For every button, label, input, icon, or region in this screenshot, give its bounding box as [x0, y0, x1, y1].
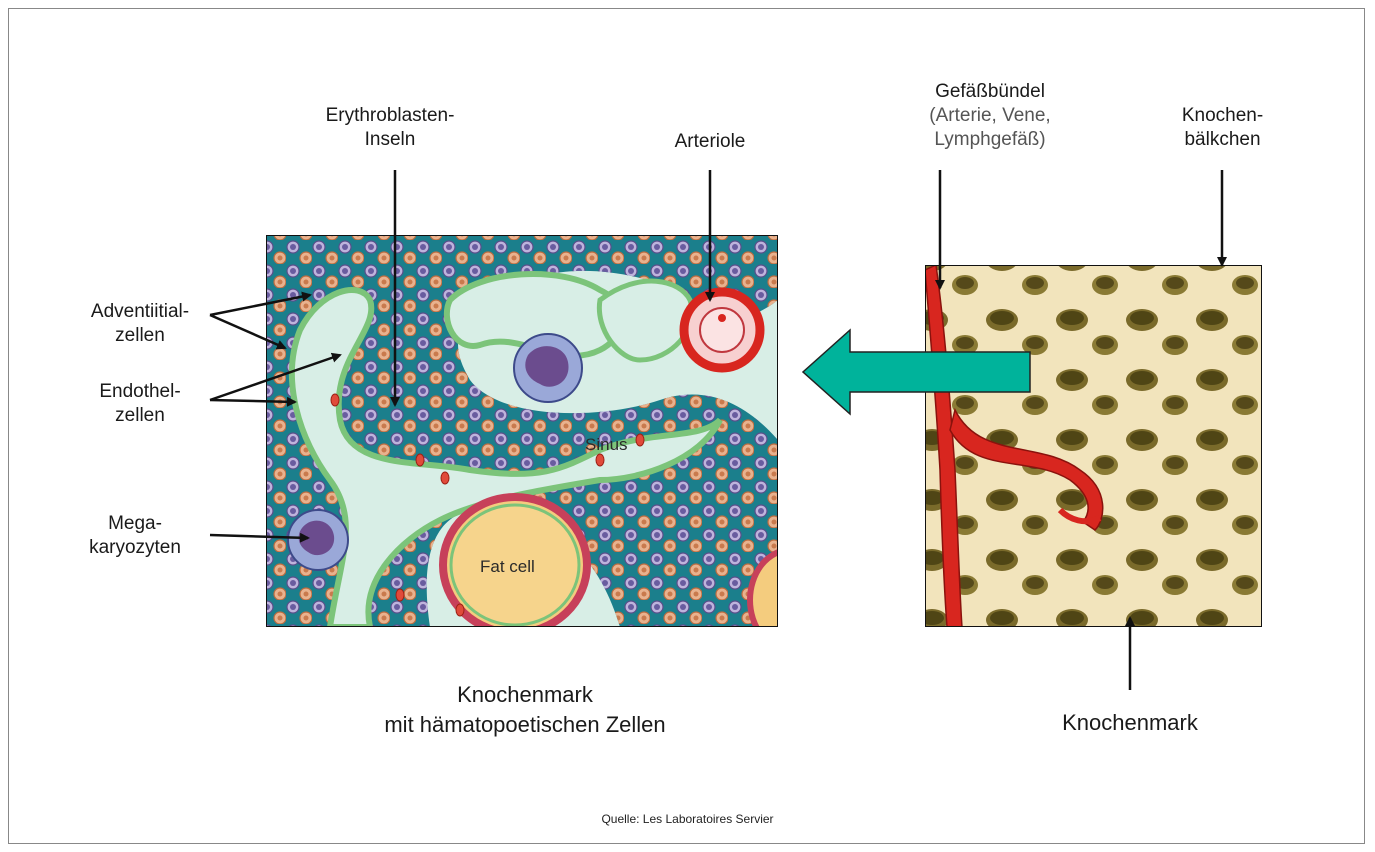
marrow-detail-panel — [266, 235, 830, 650]
fat-cell-label: Fat cell — [480, 557, 535, 576]
bone-panel — [925, 265, 1262, 627]
gefaess-label-line3: Lymphgefäß) — [890, 128, 1090, 152]
left-caption-line1: Knochenmark — [300, 680, 750, 710]
adventitial-label-line1: Adventiitial- — [60, 300, 220, 324]
adventitial-label: Adventiitial- zellen — [60, 300, 220, 348]
gefaess-label: Gefäßbündel (Arterie, Vene, Lymphgefäß) — [890, 80, 1090, 152]
sinus-label: Sinus — [585, 435, 628, 454]
adventitial-label-line2: zellen — [60, 324, 220, 348]
endothel-label-line1: Endothel- — [60, 380, 220, 404]
megakaryocyte-label-line2: karyozyten — [55, 536, 215, 560]
knochenbaelkchen-label: Knochen- bälkchen — [1150, 104, 1295, 152]
left-caption-line2: mit hämatopoetischen Zellen — [300, 710, 750, 740]
gefaess-label-line2: (Arterie, Vene, — [890, 104, 1090, 128]
left-caption: Knochenmark mit hämatopoetischen Zellen — [300, 680, 750, 740]
gefaess-label-line1: Gefäßbündel — [890, 80, 1090, 104]
megakaryocyte-label-line1: Mega- — [55, 512, 215, 536]
arteriole-label: Arteriole — [640, 130, 780, 154]
source-credit: Quelle: Les Laboratoires Servier — [480, 812, 895, 826]
knochenbaelkchen-label-line2: bälkchen — [1150, 128, 1295, 152]
endothel-label-line2: zellen — [60, 404, 220, 428]
erythroblast-label-line1: Erythroblasten- — [290, 104, 490, 128]
endothel-label: Endothel- zellen — [60, 380, 220, 428]
erythroblast-label-line2: Inseln — [290, 128, 490, 152]
megakaryocyte-label: Mega- karyozyten — [55, 512, 215, 560]
right-caption: Knochenmark — [1010, 708, 1250, 738]
knochenbaelkchen-label-line1: Knochen- — [1150, 104, 1295, 128]
erythroblast-label: Erythroblasten- Inseln — [290, 104, 490, 152]
